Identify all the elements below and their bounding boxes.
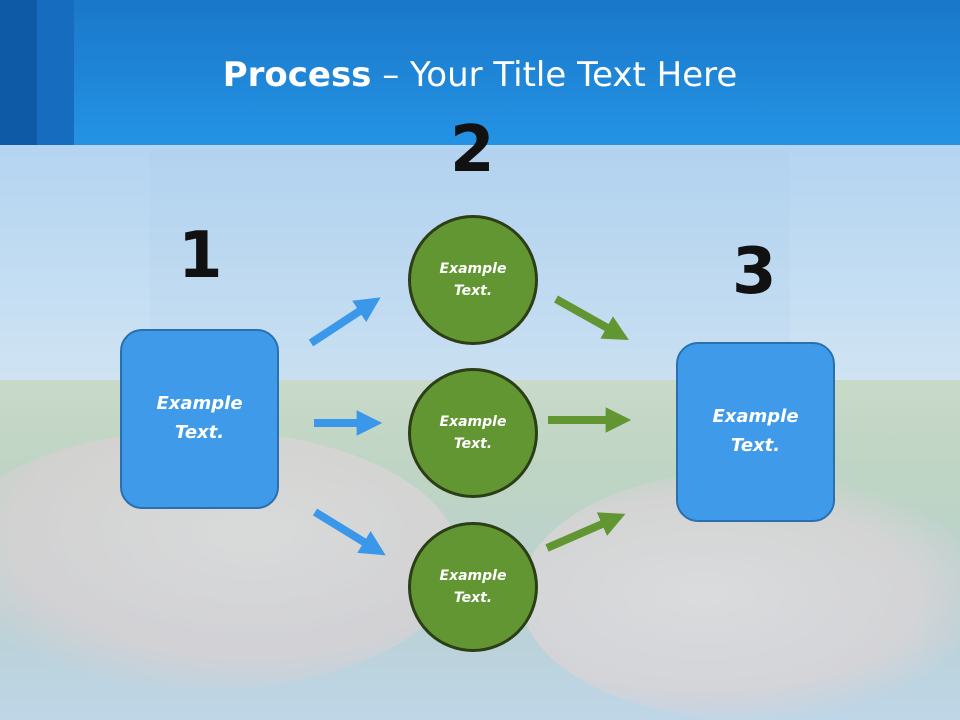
title-bold: Process xyxy=(222,55,372,95)
process-circle-bottom-label: Example Text. xyxy=(439,567,507,606)
process-box-end-label: Example Text. xyxy=(712,406,799,456)
step-number-1: 1 xyxy=(178,219,223,293)
process-box-start-label: Example Text. xyxy=(156,393,243,443)
title-rest: – Your Title Text Here xyxy=(371,55,738,95)
header-accent-strip xyxy=(37,0,74,145)
process-circle-middle: Example Text. xyxy=(408,368,538,498)
arrow-top-to-end xyxy=(554,295,629,341)
step-number-3: 3 xyxy=(732,235,777,309)
arrow-start-to-top xyxy=(308,297,381,347)
arrow-bottom-to-end xyxy=(545,512,626,552)
process-circle-top: Example Text. xyxy=(408,215,538,345)
slide-title: Process – Your Title Text Here xyxy=(0,55,960,95)
header-accent-strip xyxy=(0,0,37,145)
arrow-start-to-bottom xyxy=(312,508,386,556)
process-box-end: Example Text. xyxy=(676,342,835,522)
header-bar: Process – Your Title Text Here xyxy=(0,0,960,145)
process-circle-middle-label: Example Text. xyxy=(439,413,507,452)
process-circle-bottom: Example Text. xyxy=(408,522,538,652)
process-box-start: Example Text. xyxy=(120,329,279,509)
step-number-2: 2 xyxy=(450,113,495,187)
process-circle-top-label: Example Text. xyxy=(439,260,507,299)
